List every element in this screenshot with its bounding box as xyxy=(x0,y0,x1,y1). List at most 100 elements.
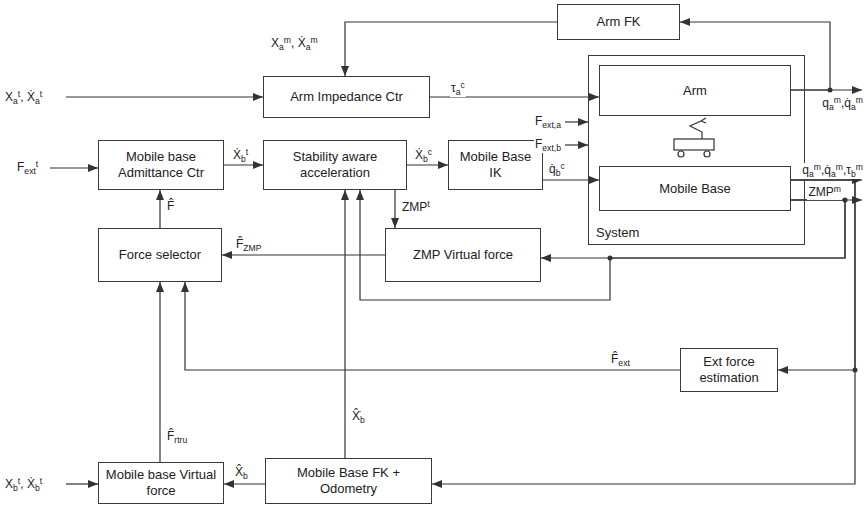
signal-arrow xyxy=(394,190,395,228)
boundary-label: System xyxy=(596,225,639,241)
process-box: Arm FK xyxy=(557,4,680,40)
signal-name: Fext,b xyxy=(534,138,562,153)
text-run: m xyxy=(836,162,843,172)
text-run: a xyxy=(829,102,834,112)
text-run: t xyxy=(36,159,38,169)
process-box: Stability aware acceleration xyxy=(263,140,407,190)
text-run: F xyxy=(535,137,542,151)
input-wire xyxy=(66,96,263,97)
process-box: Mobile Base IK xyxy=(448,140,543,190)
signal-arrow xyxy=(680,22,830,90)
text-run: a xyxy=(13,96,18,106)
signal-arrow xyxy=(159,282,160,462)
text-run: ZMP xyxy=(402,200,427,214)
text-run: b xyxy=(13,483,18,493)
robot-gripper-icon xyxy=(701,118,706,123)
text-run: t xyxy=(40,89,42,99)
text-run: F̂ xyxy=(236,237,243,251)
box-label: Ext force estimation xyxy=(681,354,777,385)
text-run: b xyxy=(243,471,248,481)
text-run: ext xyxy=(618,358,630,368)
signal-name: Xam, Ẋam xyxy=(270,36,319,52)
box-label: Arm Impedance Ctr xyxy=(286,89,407,105)
text-run: t xyxy=(18,89,20,99)
text-run: F̂ xyxy=(167,199,174,213)
text-run: X̂̇ xyxy=(352,409,360,423)
text-run: a xyxy=(456,87,461,97)
text-run: q xyxy=(822,96,829,110)
estimator-box: Ext force estimation xyxy=(680,348,778,392)
text-run: X xyxy=(5,477,13,491)
text-run: c xyxy=(461,80,465,90)
text-run: ZMP xyxy=(243,243,261,253)
text-run: b xyxy=(851,169,856,179)
text-run: X̂ xyxy=(235,465,243,479)
signal-arrow xyxy=(543,179,599,180)
signal-arrow xyxy=(344,190,345,458)
signal-name: Xat, Ẋat xyxy=(4,90,43,106)
text-run: m xyxy=(310,35,317,45)
signal-name: Xbt, Ẋbt xyxy=(4,477,43,493)
signal-name: X̂̇b xyxy=(351,410,366,425)
text-run: b xyxy=(241,154,246,164)
process-box: ZMP Virtual force xyxy=(385,228,541,282)
text-run: ext,b xyxy=(542,143,561,153)
signal-arrow xyxy=(224,164,263,165)
controller-box: Mobile base Admittance Ctr xyxy=(98,140,224,190)
text-run: t xyxy=(427,199,429,209)
robot-wheel-icon xyxy=(678,151,684,157)
text-run: rtru xyxy=(174,435,187,445)
text-run: c xyxy=(428,147,432,157)
text-run: ext,a xyxy=(542,120,561,130)
text-run: ext xyxy=(24,166,36,176)
text-run: b xyxy=(423,154,428,164)
text-run: m xyxy=(814,162,821,172)
signal-name: q̇bc xyxy=(548,162,566,178)
text-run: ZMP xyxy=(808,185,833,199)
text-run: F̂ xyxy=(611,352,618,366)
signal-name: qam,q̇am,τbm xyxy=(801,163,864,179)
text-run: ,q̇ xyxy=(841,96,851,110)
box-label: ZMP Virtual force xyxy=(409,247,517,263)
signal-name: F̂rtru xyxy=(166,430,188,445)
box-label: Mobile Base xyxy=(655,181,735,197)
text-run: X xyxy=(5,90,13,104)
text-run: F xyxy=(17,160,24,174)
text-run: Ẋ xyxy=(233,148,241,162)
box-label: Mobile base Admittance Ctr xyxy=(99,149,223,180)
signal-name: τac xyxy=(450,81,466,97)
text-run: a xyxy=(809,169,814,179)
text-run: q xyxy=(802,163,809,177)
text-run: m xyxy=(834,184,841,194)
controller-box: Arm Impedance Ctr xyxy=(263,76,430,118)
estimator-box: Mobile Base FK + Odometry xyxy=(265,458,432,504)
box-label: Arm xyxy=(679,83,711,99)
text-run: t xyxy=(246,147,248,157)
text-run: m xyxy=(856,162,863,172)
selector-box: Force selector xyxy=(98,228,222,282)
box-label: Mobile base Virtual force xyxy=(99,467,223,498)
text-run: , Ẋ xyxy=(20,90,35,104)
text-run: t xyxy=(40,476,42,486)
signal-name: Ẋbc xyxy=(414,148,433,164)
text-run: a xyxy=(851,102,856,112)
text-run: a xyxy=(306,42,311,52)
text-run: ,τ xyxy=(843,163,851,177)
signal-arrow xyxy=(224,483,265,484)
plant-box: Mobile Base xyxy=(599,166,791,211)
input-wire xyxy=(50,167,98,168)
signal-arrow xyxy=(432,180,855,484)
text-run: a xyxy=(831,169,836,179)
text-run: , Ẋ xyxy=(20,477,35,491)
signal-arrow xyxy=(185,282,680,370)
system-boundary: System ArmMobile Base xyxy=(588,55,805,245)
signal-arrow xyxy=(360,190,845,300)
box-label: Mobile Base FK + Odometry xyxy=(266,465,431,496)
signal-arrow xyxy=(407,164,448,165)
text-run: b xyxy=(360,415,365,425)
robot-arm-icon xyxy=(690,121,702,139)
signal-name: ZMPt xyxy=(401,200,431,215)
text-run: m xyxy=(834,95,841,105)
signal-arrow xyxy=(222,254,385,255)
